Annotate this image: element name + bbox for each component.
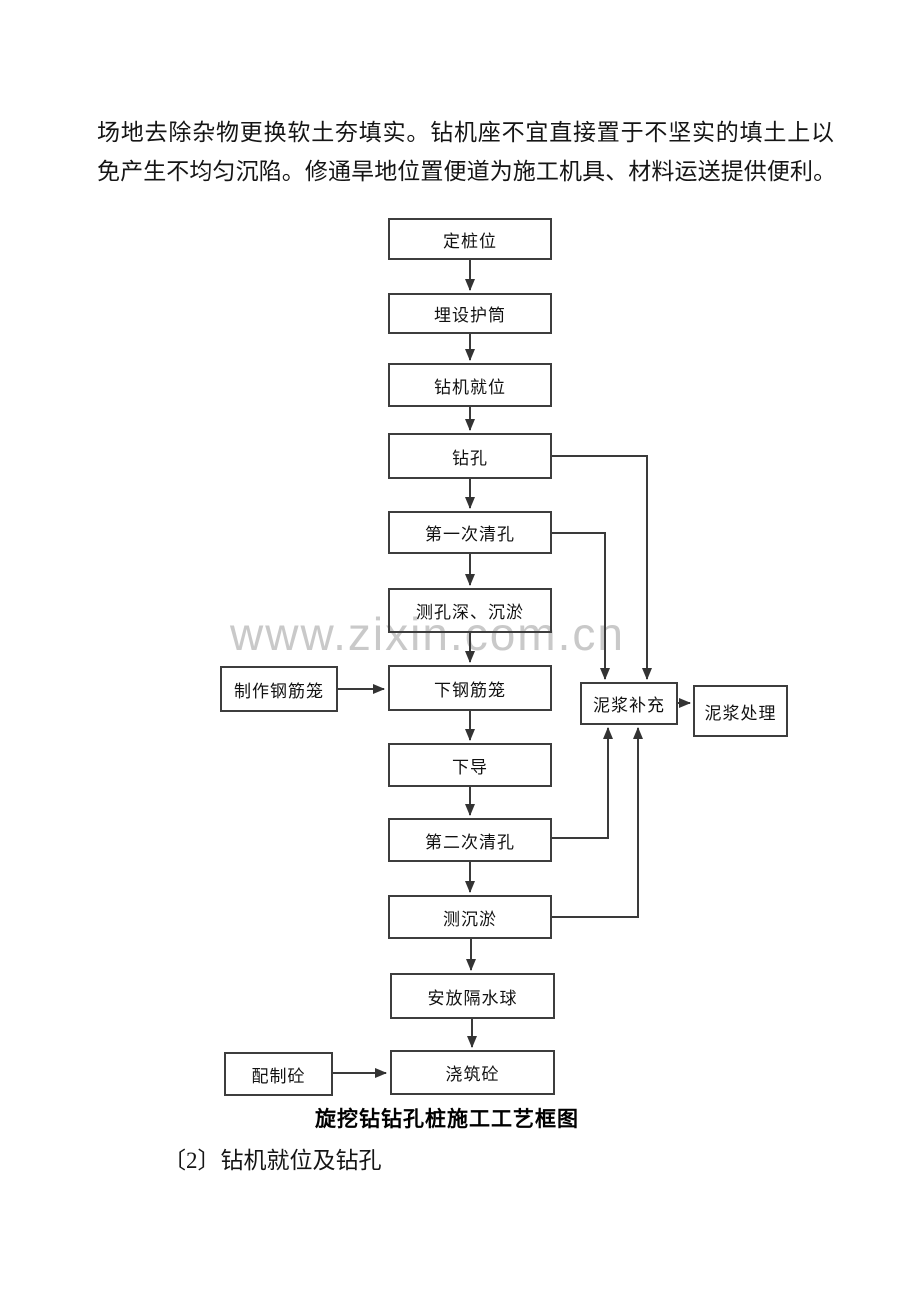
node-measure-depth-sediment: 测孔深、沉淤 (388, 588, 552, 633)
connector-drilling-to-mud-replenish (552, 455, 652, 680)
flowchart-caption: 旋挖钻钻孔桩施工工艺框图 (315, 1108, 579, 1131)
paragraph-line-1: 场地去除杂物更换软土夯填实。钻机座不宜直接置于不坚实的填土上以 (97, 120, 835, 145)
body-paragraph: 场地去除杂物更换软土夯填实。钻机座不宜直接置于不坚实的填土上以 免产生不均匀沉陷… (97, 113, 837, 191)
node-make-rebar-cage: 制作钢筋笼 (220, 666, 338, 712)
node-place-water-isolation-ball: 安放隔水球 (390, 973, 555, 1019)
node-mud-replenish: 泥浆补充 (580, 682, 678, 725)
connector-measure-sediment-to-mud-replenish (552, 727, 643, 918)
node-prepare-concrete: 配制砼 (224, 1052, 333, 1096)
node-first-hole-cleaning: 第一次清孔 (388, 511, 552, 554)
node-define-pile-position: 定桩位 (388, 218, 552, 260)
paragraph-line-2: 免产生不均匀沉陷。修通旱地位置便道为施工机具、材料运送提供便利。 (97, 159, 837, 184)
connector-first-cleaning-to-mud-replenish (552, 532, 610, 680)
node-mud-treatment: 泥浆处理 (693, 685, 788, 737)
node-second-hole-cleaning: 第二次清孔 (388, 818, 552, 862)
watermark-text: www.zixin.com.cn (230, 608, 625, 660)
node-drilling: 钻孔 (388, 433, 552, 479)
node-pour-concrete: 浇筑砼 (390, 1050, 555, 1095)
node-lower-tremie: 下导 (388, 743, 552, 787)
node-rig-in-position: 钻机就位 (388, 363, 552, 407)
section-subheading: 〔2〕钻机就位及钻孔 (163, 1148, 382, 1173)
node-lower-rebar-cage: 下钢筋笼 (388, 665, 552, 711)
connector-second-cleaning-to-mud-replenish (552, 727, 613, 839)
flow-arrows (333, 260, 691, 1078)
node-bury-casing: 埋设护筒 (388, 293, 552, 334)
node-measure-sediment: 测沉淤 (388, 895, 552, 939)
